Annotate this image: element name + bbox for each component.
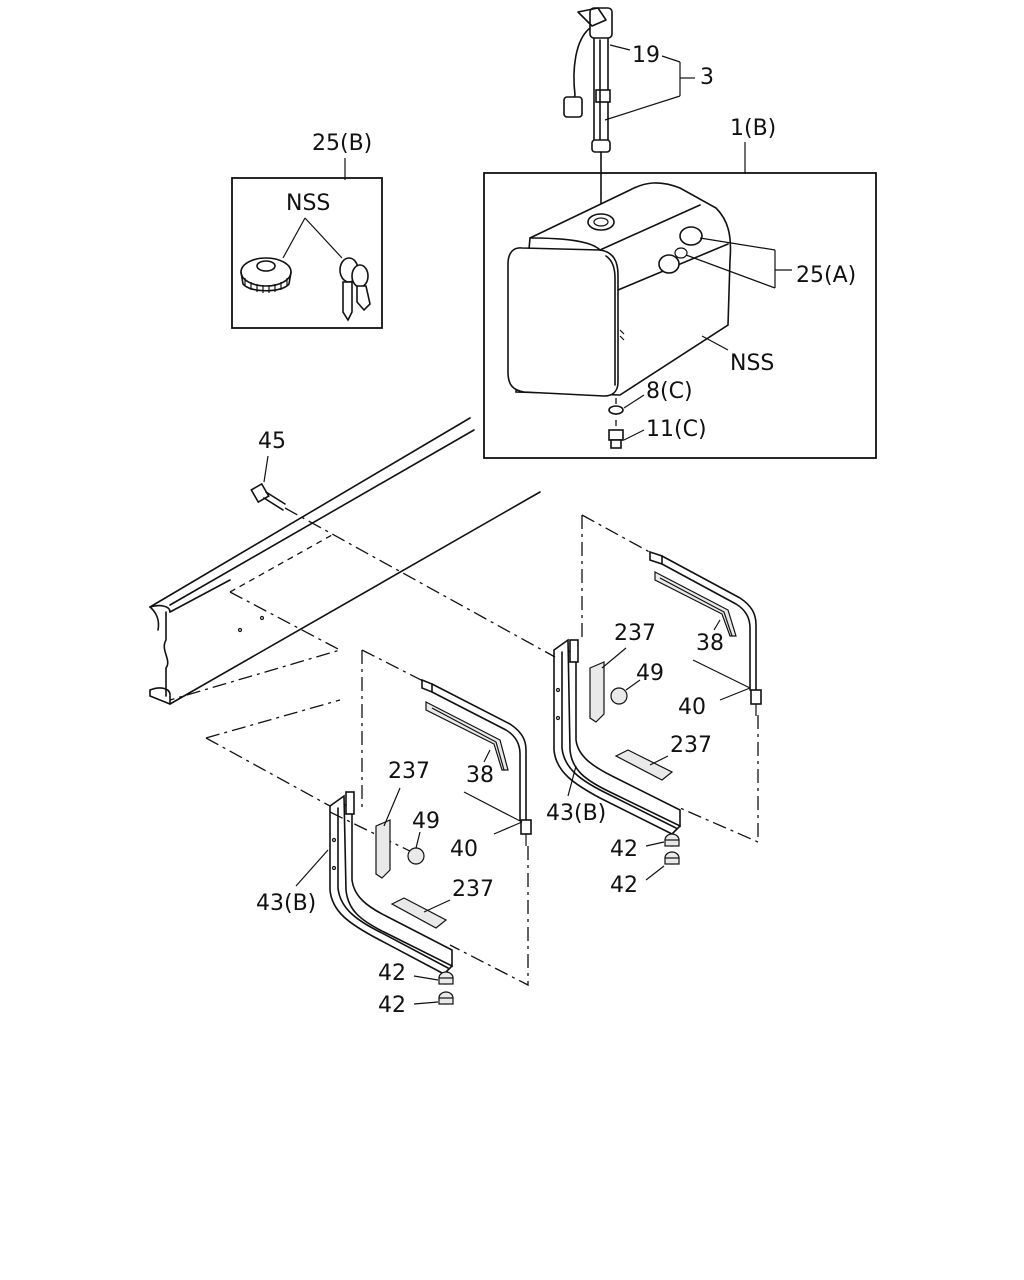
label-rear-nut-a: 42 [610, 837, 638, 862]
label-rear-pad-bottom: 237 [670, 733, 712, 758]
front-nut-icon [407, 847, 425, 865]
cap-key-icon [339, 257, 371, 322]
label-rear-strap-pad: 38 [696, 631, 724, 656]
fuel-gauge-sender-unit [563, 7, 613, 216]
front-bottom-pad [390, 897, 448, 929]
label-front-strap-pad: 38 [466, 763, 494, 788]
label-rear-pad-top: 237 [614, 621, 656, 646]
label-front-nut-a: 42 [378, 961, 406, 986]
label-rear-bracket: 43(B) [546, 801, 606, 826]
tank-box [483, 172, 877, 459]
washer-icon [608, 405, 624, 415]
label-tank-caps: 25(A) [796, 263, 856, 288]
label-sender-assembly: 3 [700, 65, 714, 90]
rear-strap [649, 550, 762, 716]
label-cap-kit-ref: 25(B) [312, 131, 372, 156]
front-bracket [329, 791, 453, 975]
rear-vertical-pad [589, 661, 605, 723]
fuel-cap-icon [240, 257, 292, 293]
label-frame-bolt: 45 [258, 429, 286, 454]
label-tank-ref: 1(B) [730, 116, 776, 141]
label-drain-plug: 11(C) [646, 417, 707, 442]
rear-strap-pad [654, 571, 737, 637]
label-washer: 8(C) [646, 379, 693, 404]
cap-kit-box [231, 177, 383, 329]
rear-nut-b-icon [664, 851, 680, 865]
label-front-pad-bottom: 237 [452, 877, 494, 902]
front-strap-pad [425, 701, 509, 771]
label-front-nut-b: 42 [378, 993, 406, 1018]
label-front-pad-top: 237 [388, 759, 430, 784]
chassis-frame-rail [149, 417, 541, 705]
label-tank-nss: NSS [730, 351, 774, 376]
rear-nut-icon [610, 687, 628, 705]
drain-plug-icon [608, 429, 624, 449]
rear-nut-a-icon [664, 833, 680, 847]
front-nut-b-icon [438, 991, 454, 1005]
label-sender-unit: 19 [632, 43, 660, 68]
label-cap-kit-nss: NSS [286, 191, 330, 216]
label-rear-strap: 40 [678, 695, 706, 720]
label-front-bracket: 43(B) [256, 891, 316, 916]
front-strap [421, 678, 532, 846]
label-front-strap: 40 [450, 837, 478, 862]
front-vertical-pad [375, 819, 391, 879]
front-nut-a-icon [438, 971, 454, 985]
label-rear-nut-b: 42 [610, 873, 638, 898]
rear-bracket [553, 638, 681, 835]
rear-bottom-pad [614, 749, 674, 781]
frame-bolt-icon [250, 482, 286, 511]
fuel-tank [507, 182, 732, 397]
label-rear-nut: 49 [636, 661, 664, 686]
label-front-nut: 49 [412, 809, 440, 834]
